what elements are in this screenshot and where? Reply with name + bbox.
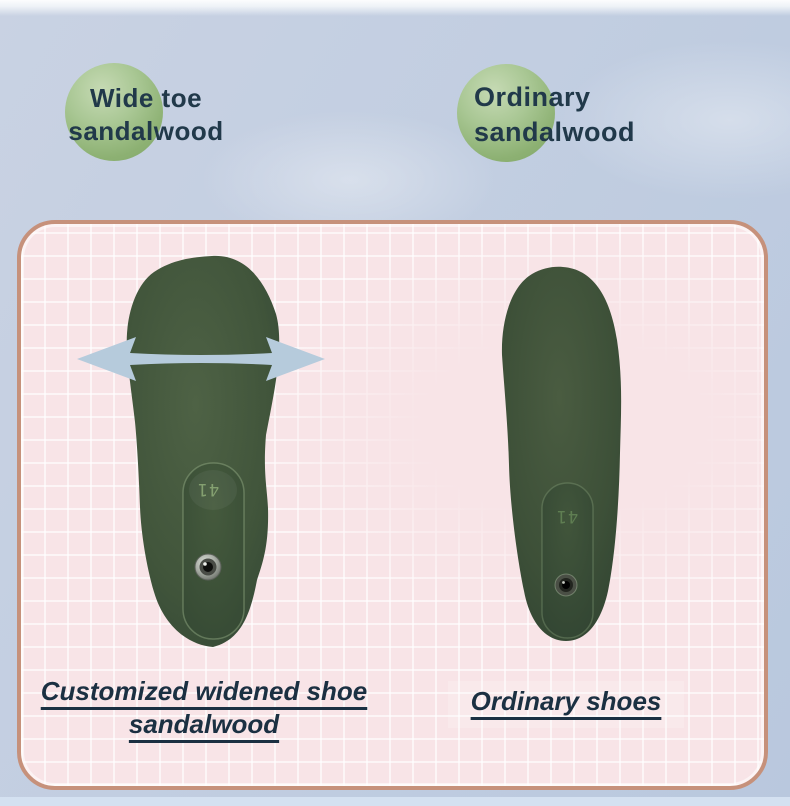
caption-customized-widened: Customized widened shoe sandalwood: [40, 676, 368, 739]
metal-grommet-right: [554, 573, 578, 597]
caption-ordinary-shoes: Ordinary shoes: [448, 681, 684, 728]
width-expand-arrow-icon: [77, 337, 325, 381]
green-circle-badge-right: [457, 64, 555, 162]
heading-wide-toe: Wide toe sandalwood: [68, 83, 224, 146]
heel-plate: [182, 462, 245, 640]
top-highlight-strip: [0, 0, 790, 16]
bottom-light-strip: [0, 797, 790, 806]
size-label-right: 41: [556, 506, 578, 526]
size-label-left: 41: [197, 479, 219, 499]
wide-shoe-last-image: 41: [126, 255, 280, 648]
heading-ordinary: Ordinary sandalwood: [474, 82, 636, 147]
heel-plate: [541, 482, 594, 639]
metal-grommet-left: [194, 553, 222, 581]
ordinary-shoe-last-image: 41: [501, 266, 622, 641]
green-circle-badge-left: [65, 63, 163, 161]
